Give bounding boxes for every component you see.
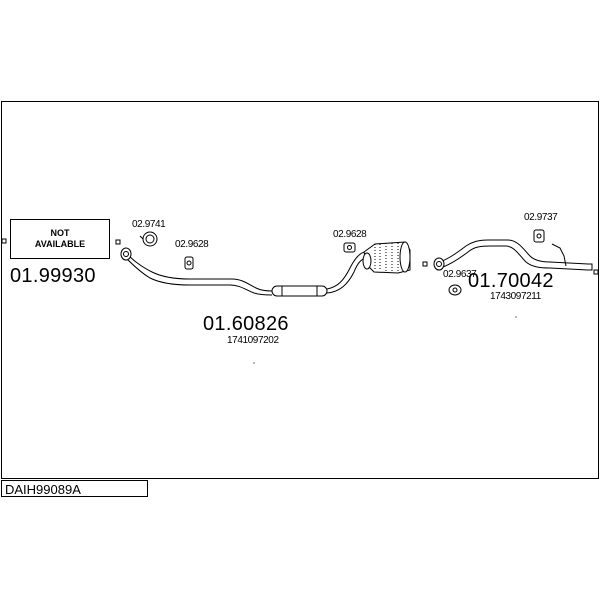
clamp-fitting-1 bbox=[139, 231, 158, 247]
fitting-label-1: 02.9741 bbox=[132, 219, 166, 230]
not-available-line2: AVAILABLE bbox=[34, 239, 86, 249]
muffler bbox=[362, 241, 411, 274]
front-pipe-part-number: 01.99930 bbox=[10, 265, 96, 287]
fitting-label-4: 02.9637 bbox=[443, 269, 477, 280]
fitting-label-5: 02.9737 bbox=[524, 212, 558, 223]
rubber-hanger-fitting-4 bbox=[533, 228, 545, 243]
dot-mark bbox=[253, 362, 255, 364]
diagram-frame bbox=[1, 101, 599, 479]
fitting-label-3: 02.9628 bbox=[333, 229, 367, 240]
diagram-code: DAIH99089A bbox=[1, 480, 148, 497]
rear-connector-marker bbox=[422, 261, 428, 267]
right-connector-marker bbox=[593, 269, 599, 275]
tailpipe-hanger bbox=[551, 243, 567, 267]
middle-section-pipe bbox=[125, 251, 369, 297]
fitting-label-2: 02.9628 bbox=[175, 239, 209, 250]
not-available-box: NOT AVAILABLE bbox=[10, 219, 110, 259]
rubber-hanger-fitting-2 bbox=[343, 242, 356, 253]
dot-mark bbox=[515, 316, 517, 318]
rear-flange bbox=[433, 257, 445, 271]
front-flange bbox=[120, 247, 132, 261]
rubber-hanger-fitting-1 bbox=[184, 256, 194, 270]
rear-section-pipe bbox=[439, 239, 593, 271]
left-connector-marker bbox=[1, 238, 7, 244]
middle-section-oe-number: 1741097202 bbox=[227, 335, 279, 346]
middle-section-part-number: 01.60826 bbox=[203, 313, 289, 335]
front-connector-marker bbox=[115, 239, 121, 245]
not-available-line1: NOT bbox=[50, 228, 70, 238]
rear-section-oe-number: 1743097211 bbox=[490, 291, 541, 302]
rear-section-part-number: 01.70042 bbox=[468, 270, 554, 292]
rubber-hanger-fitting-3 bbox=[448, 284, 462, 296]
